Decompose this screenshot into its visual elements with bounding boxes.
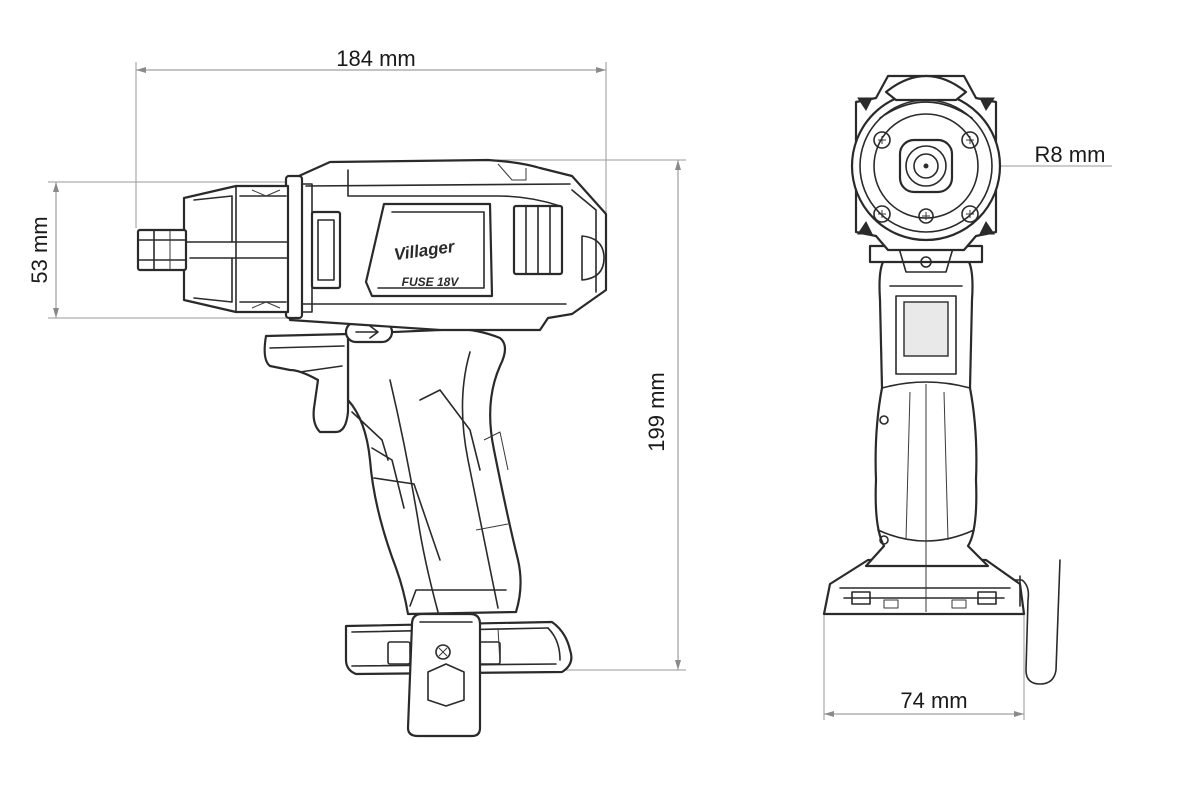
- screw-bottom-left: [873, 205, 891, 223]
- square-drive: [136, 228, 188, 272]
- model-logo: FUSE 18V: [402, 275, 460, 289]
- front-view: R8 mm 74 mm: [822, 74, 1112, 720]
- screw-top-right: [961, 131, 979, 149]
- dimension-length: 184 mm: [135, 46, 607, 230]
- front-handle: [864, 258, 990, 568]
- impact-head: [182, 184, 290, 314]
- belt-hook: [1013, 559, 1061, 685]
- dimension-total-height: 199 mm: [470, 159, 686, 671]
- dimension-radius: R8 mm: [924, 142, 1112, 167]
- screw-top-left: [873, 131, 891, 149]
- length-label: 184 mm: [336, 46, 415, 71]
- handle-grip: [346, 327, 522, 616]
- side-view: Villager FUSE 18V: [136, 158, 608, 738]
- vent-left: [310, 210, 342, 290]
- dimension-head-height: 53 mm: [27, 181, 300, 319]
- vent-right: [512, 204, 564, 276]
- dimension-width: 74 mm: [823, 612, 1025, 720]
- radius-label: R8 mm: [1035, 142, 1106, 167]
- screw-bottom-right: [961, 205, 979, 223]
- front-base: [822, 558, 1026, 616]
- width-label: 74 mm: [900, 688, 967, 713]
- brand-panel: Villager FUSE 18V: [364, 202, 494, 298]
- screw-bottom-center: [918, 208, 934, 224]
- total-height-label: 199 mm: [644, 372, 669, 451]
- trigger: [263, 332, 389, 461]
- belt-clip: [406, 612, 482, 738]
- head-height-label: 53 mm: [27, 216, 52, 283]
- front-head: [850, 74, 1002, 252]
